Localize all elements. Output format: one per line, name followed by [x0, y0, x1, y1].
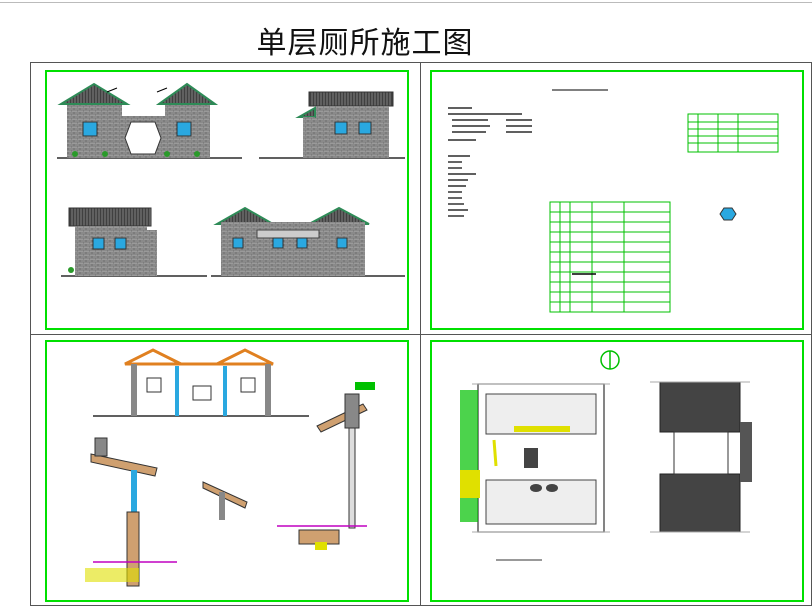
page-title: 单层厕所施工图 [256, 26, 474, 61]
notes-table-main [549, 201, 671, 313]
eave-detail-left [85, 437, 177, 587]
elevations-panel[interactable] [45, 70, 409, 330]
side-elevation [259, 91, 405, 159]
hexagon-window-detail [719, 207, 737, 221]
notes-panel[interactable] [430, 70, 804, 330]
notes-text-lines [448, 107, 532, 217]
plans-drawing [460, 350, 752, 561]
elevations-drawing [57, 82, 405, 277]
long-elevation [211, 206, 405, 277]
sections-drawing [85, 348, 375, 587]
notes-table-right [687, 113, 779, 153]
eave-detail-mid [202, 481, 248, 520]
front-elevation [57, 82, 242, 159]
top-rule [0, 2, 812, 3]
building-section [93, 348, 309, 417]
plans-panel[interactable] [430, 340, 804, 602]
sheet-vertical-divider [420, 62, 421, 606]
floor-plan [460, 383, 610, 561]
rear-elevation [61, 207, 207, 277]
sections-panel[interactable] [45, 340, 409, 602]
sheet-horizontal-divider [30, 334, 812, 335]
eave-detail-right [277, 382, 375, 550]
notes-drawing [448, 89, 779, 313]
roof-plan [650, 381, 752, 533]
